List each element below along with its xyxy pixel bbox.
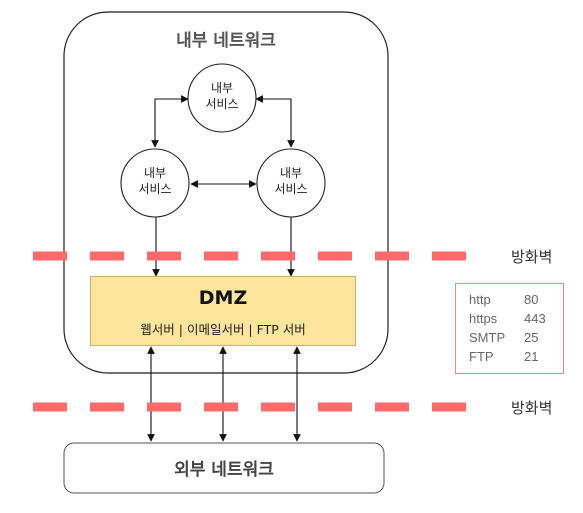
- service-label-line2: 서비스: [274, 182, 308, 196]
- firewall-label-upper: 방화벽: [511, 248, 553, 266]
- port-row: https 443: [469, 309, 563, 328]
- port-protocol: https: [469, 311, 498, 326]
- internal-network-title: 내부 네트워크: [176, 31, 276, 51]
- dmz-title: DMZ: [198, 287, 248, 309]
- service-label-top: 내부 서비스: [192, 80, 252, 112]
- port-row: http 80: [469, 290, 563, 309]
- port-protocol: SMTP: [469, 330, 506, 345]
- link-top-right: [255, 95, 295, 148]
- port-number: 443: [524, 311, 546, 326]
- dmz-box: DMZ 웹서버 | 이메일서버 | FTP 서버: [90, 276, 356, 346]
- service-label-line1: 내부: [279, 166, 303, 180]
- service-label-line1: 내부: [210, 81, 234, 95]
- dmz-subtitle: 웹서버 | 이메일서버 | FTP 서버: [140, 322, 306, 337]
- service-label-line2: 서비스: [205, 97, 239, 111]
- service-label-line1: 내부: [143, 166, 167, 180]
- port-protocol: FTP: [469, 349, 494, 364]
- port-protocol: http: [469, 292, 491, 307]
- service-label-left: 내부 서비스: [125, 165, 185, 197]
- service-label-line2: 서비스: [138, 182, 172, 196]
- port-row: SMTP 25: [469, 328, 563, 347]
- service-label-right: 내부 서비스: [261, 165, 321, 197]
- port-number: 80: [524, 292, 539, 307]
- external-network-title: 외부 네트워크: [174, 460, 274, 480]
- firewall-label-lower: 방화벽: [511, 399, 553, 417]
- service-node-left: [120, 148, 190, 218]
- port-row: FTP 21: [469, 347, 563, 366]
- port-table: http 80 https 443 SMTP 25 FTP 21: [455, 283, 564, 374]
- external-network-boundary: [63, 442, 385, 494]
- port-number: 25: [524, 330, 539, 345]
- link-top-left: [151, 95, 189, 148]
- port-number: 21: [524, 349, 539, 364]
